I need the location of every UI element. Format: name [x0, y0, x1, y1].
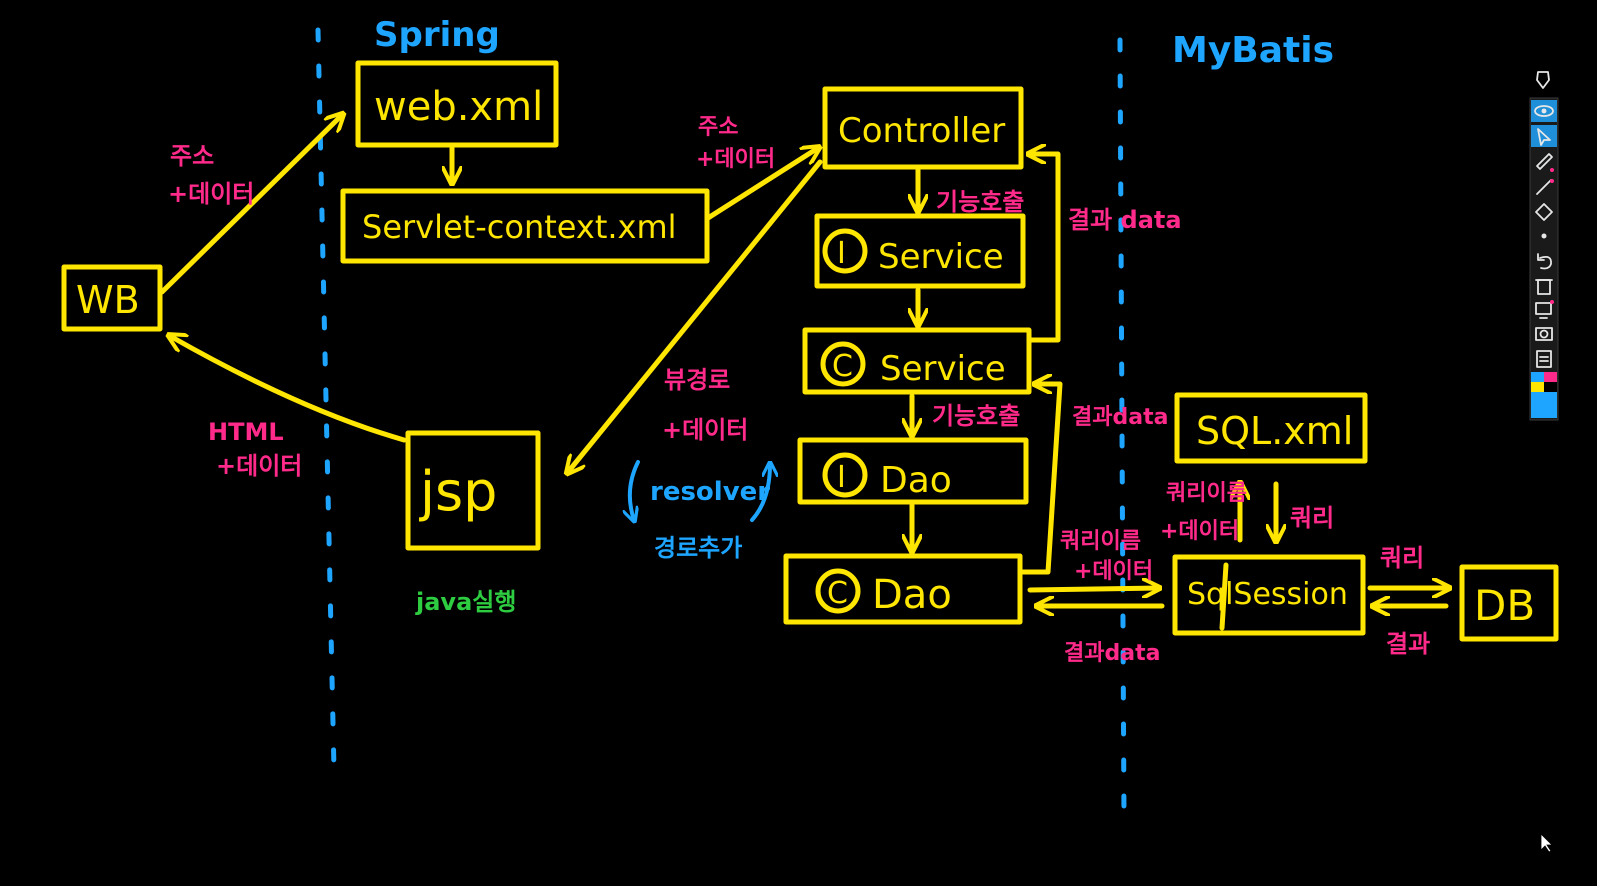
address-data-label: +데이터: [168, 180, 254, 208]
jsp-box: jsp: [405, 430, 541, 551]
result-data-label: 결과data: [1064, 641, 1160, 666]
clipboard-icon[interactable]: [1536, 350, 1552, 368]
db-label: DB: [1474, 581, 1535, 630]
class-badge-icon: [815, 568, 861, 614]
pen-nib-icon[interactable]: [1536, 71, 1550, 89]
mouse-pointer-icon: [1540, 833, 1553, 853]
query-name-label: +데이터: [1160, 519, 1239, 544]
sqlsession-label: SqlSession: [1187, 577, 1348, 612]
query-name-label: 쿼리이름: [1060, 529, 1141, 554]
query-name-label: +데이터: [1074, 559, 1153, 584]
arrow-servlet-to-controller: [705, 148, 818, 221]
sqlsession-box: SqlSession: [1172, 554, 1366, 636]
class-badge-icon: [820, 341, 866, 387]
controller-label: Controller: [838, 111, 1005, 151]
result-label: 결과: [1386, 630, 1430, 658]
html-data-label: HTML: [208, 418, 284, 446]
arrow-jsp-to-wb: [170, 336, 407, 443]
function-call-label: 기능호출: [936, 188, 1024, 216]
address-data-label: +데이터: [696, 147, 775, 172]
resolver-down-arrow: [630, 460, 640, 520]
cursor-icon[interactable]: [1531, 125, 1557, 147]
interface-service-label: Service: [878, 237, 1004, 277]
arrow-wb-to-webxml: [159, 115, 342, 295]
address-data-label: 주소: [170, 142, 214, 170]
interface-badge-icon: [822, 452, 868, 498]
mybatis-divider-line: [1117, 37, 1127, 823]
servlet-context-label: Servlet-context.xml: [362, 208, 677, 246]
jsp-label: jsp: [419, 460, 497, 523]
interface-dao-label: Dao: [880, 460, 952, 501]
interface-badge-letter: I: [837, 236, 846, 271]
spring-section-title: Spring: [374, 15, 500, 55]
address-data-label: 주소: [698, 115, 738, 140]
query-name-label: 쿼리이름: [1166, 481, 1247, 506]
servlet-context-box: Servlet-context.xml: [340, 188, 710, 264]
dot-icon[interactable]: [1541, 233, 1547, 239]
highlighter-icon[interactable]: [1536, 153, 1554, 172]
view-path-label: 뷰경로: [664, 366, 730, 394]
class-badge-letter: C: [827, 576, 848, 611]
java-exec-label: java실행: [415, 588, 516, 616]
color-palette-icon[interactable]: [1531, 372, 1557, 418]
query-label: 쿼리: [1290, 504, 1334, 532]
db-box: DB: [1459, 564, 1559, 642]
sql-xml-label: SQL.xml: [1196, 409, 1353, 453]
query-label: 쿼리: [1380, 544, 1424, 572]
camera-icon[interactable]: [1535, 327, 1553, 341]
view-path-label: +데이터: [662, 416, 748, 444]
html-data-label: +데이터: [216, 452, 302, 480]
class-dao-box: C Dao: [783, 553, 1023, 625]
function-call-label: 기능호출: [932, 402, 1020, 430]
arrow-result-to-cservice: [1019, 384, 1063, 575]
arrow-cdao-to-sqlsession: [1027, 588, 1158, 590]
line-pen-icon[interactable]: [1536, 179, 1554, 195]
wb-label: WB: [76, 278, 140, 322]
result-data-label: 결과 data: [1068, 206, 1182, 234]
sql-xml-box: SQL.xml: [1174, 392, 1368, 464]
interface-dao-box: I Dao: [797, 437, 1029, 505]
spring-divider-line: [315, 27, 337, 773]
class-badge-letter: C: [832, 349, 853, 384]
interface-badge-letter: I: [837, 460, 846, 495]
eraser-icon[interactable]: [1535, 203, 1553, 221]
wb-box: WB: [61, 264, 163, 332]
controller-box: Controller: [822, 86, 1024, 170]
interface-service-box: I Service: [814, 213, 1026, 289]
mybatis-section-title: MyBatis: [1172, 30, 1334, 71]
class-service-box: C Service: [802, 327, 1032, 395]
undo-icon[interactable]: [1537, 253, 1552, 270]
eye-icon[interactable]: [1531, 100, 1557, 122]
arrow-controller-to-jsp: [568, 159, 823, 472]
result-data-label: 결과data: [1072, 405, 1168, 430]
class-service-label: Service: [880, 349, 1006, 389]
arrow-result-to-controller: [1030, 154, 1061, 343]
resolver-up-arrow: [750, 464, 770, 522]
trash-icon[interactable]: [1535, 279, 1553, 295]
class-dao-label: Dao: [872, 572, 952, 618]
web-xml-box: web.xml: [355, 60, 559, 148]
board-icon[interactable]: [1535, 300, 1554, 319]
interface-badge-icon: [822, 228, 868, 274]
web-xml-label: web.xml: [374, 84, 543, 130]
path-add-label: 경로추가: [654, 534, 742, 562]
drawing-toolbar: [1529, 71, 1559, 421]
resolver-label: resolver: [650, 477, 770, 507]
